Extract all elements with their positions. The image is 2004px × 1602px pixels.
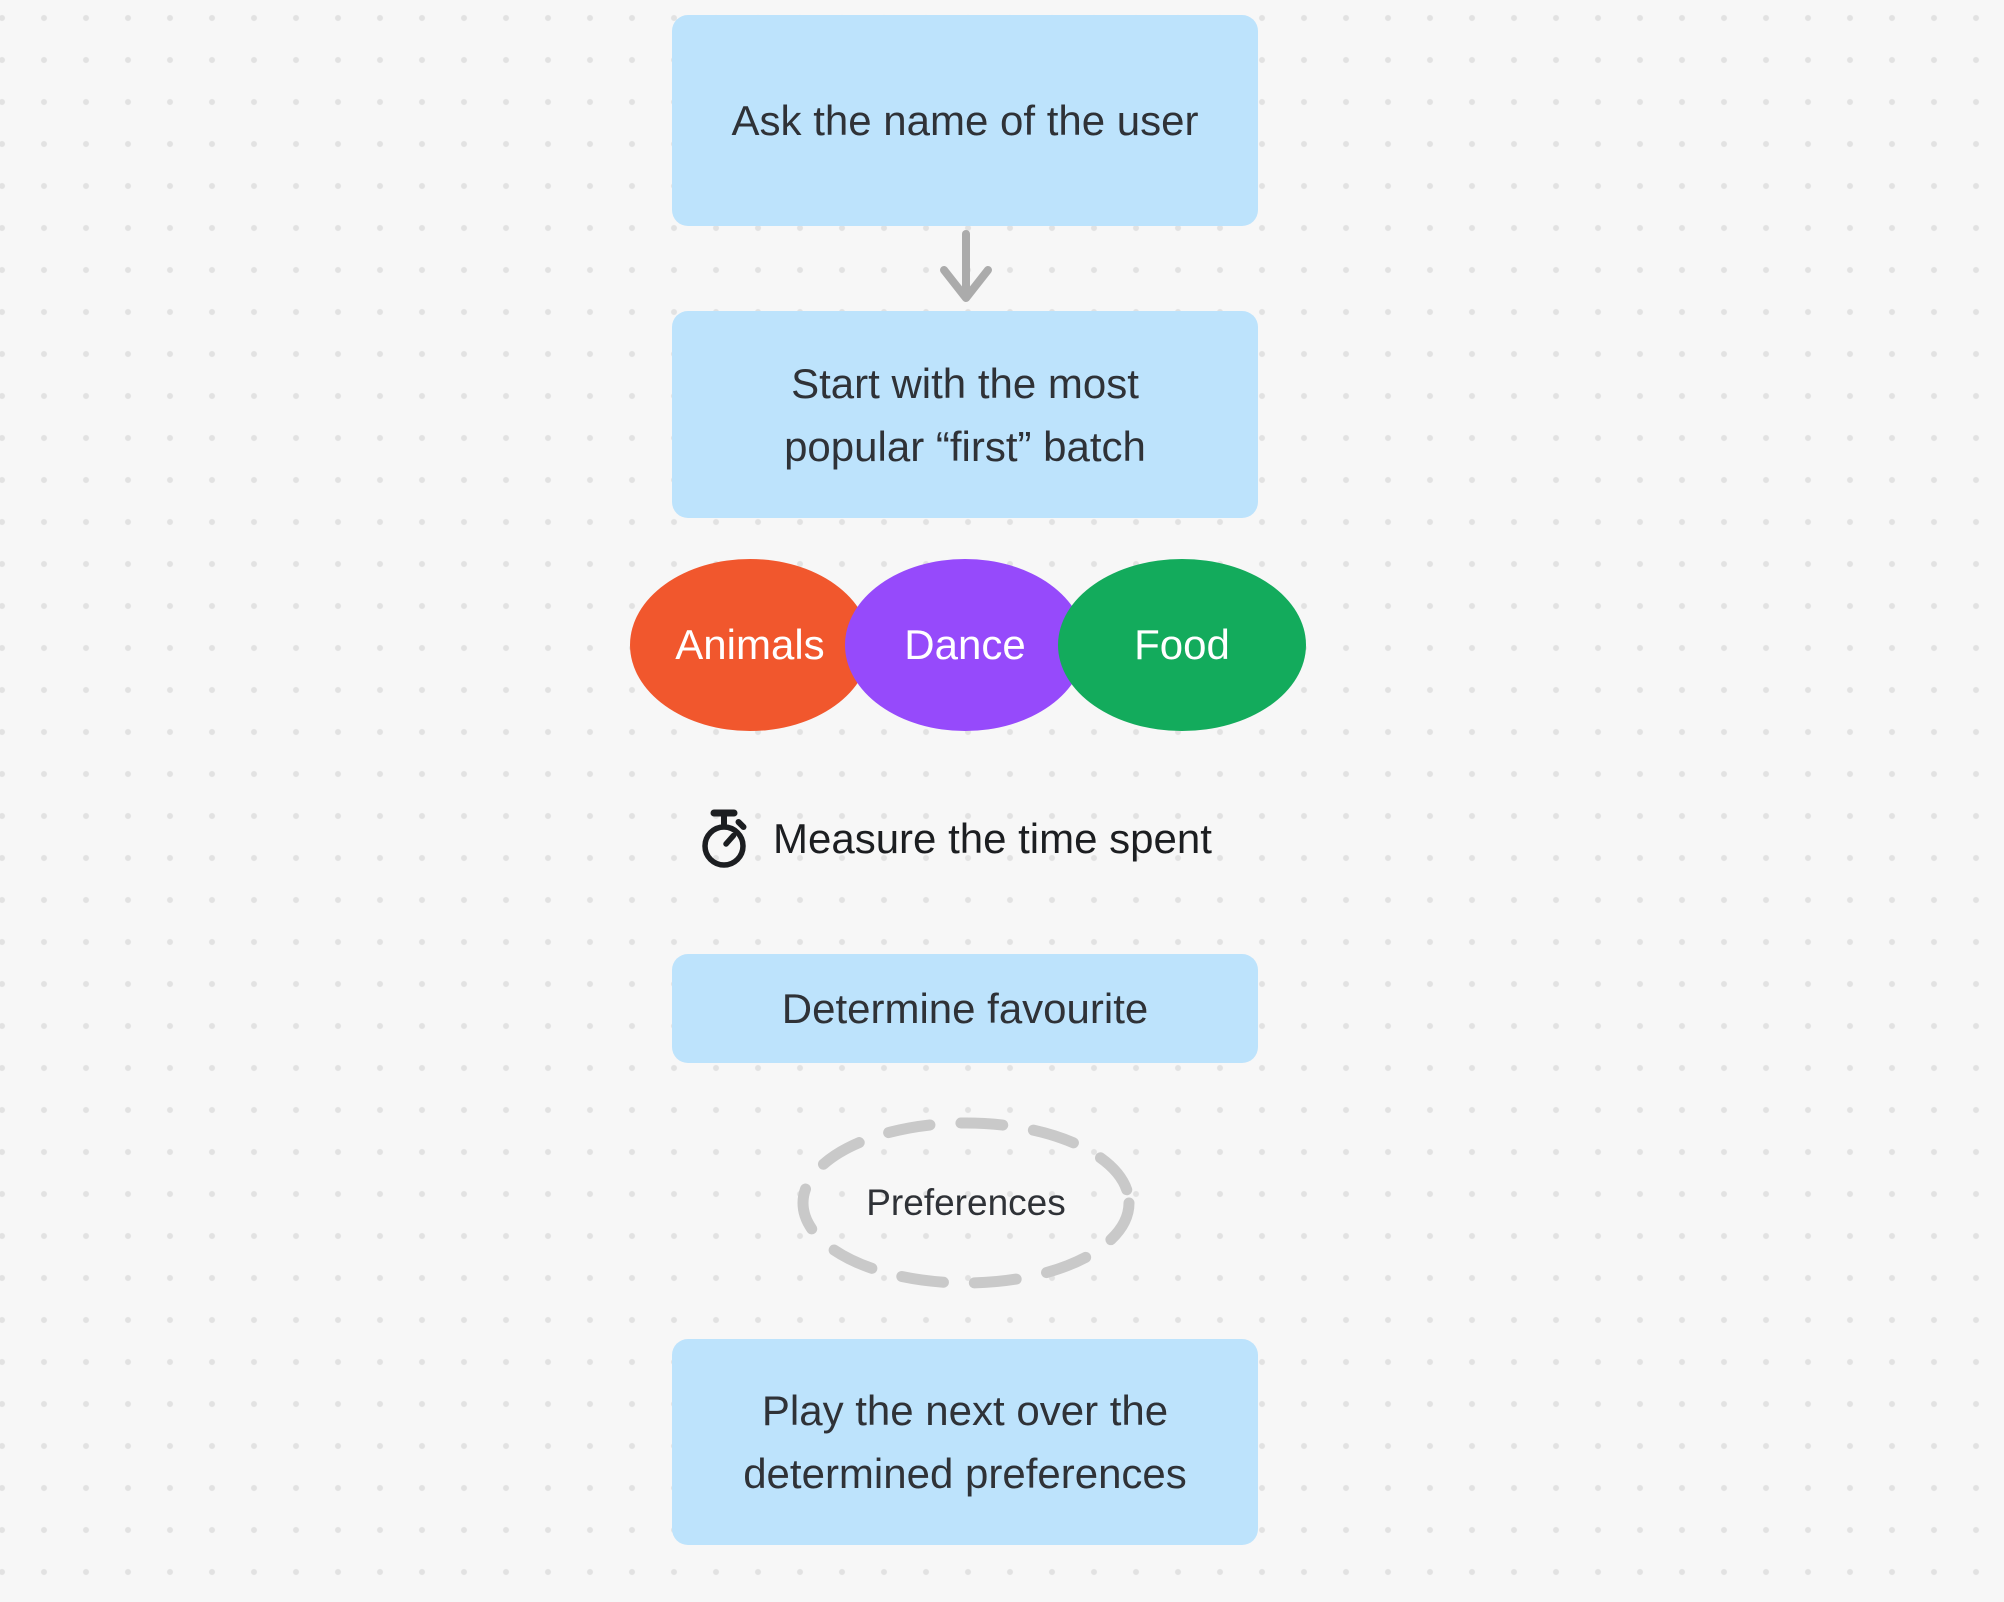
category-ellipse-food[interactable]: Food xyxy=(1058,559,1306,731)
node-ask-name[interactable]: Ask the name of the user xyxy=(672,15,1258,226)
node-play-next-label: Play the next over the determined prefer… xyxy=(743,1387,1187,1497)
node-play-next[interactable]: Play the next over the determined prefer… xyxy=(672,1339,1258,1545)
stopwatch-icon xyxy=(702,809,747,868)
category-dance-label: Dance xyxy=(904,621,1026,668)
node-preferences-label: Preferences xyxy=(866,1182,1066,1223)
category-ellipse-animals[interactable]: Animals xyxy=(630,559,870,731)
node-determine-favourite-label: Determine favourite xyxy=(781,985,1149,1032)
category-ellipse-dance[interactable]: Dance xyxy=(845,559,1085,731)
node-preferences[interactable]: Preferences xyxy=(796,1116,1136,1290)
dashed-ellipse xyxy=(797,1117,1135,1289)
node-ask-name-label: Ask the name of the user xyxy=(731,97,1199,144)
category-animals-label: Animals xyxy=(675,621,825,668)
node-determine-favourite[interactable]: Determine favourite xyxy=(672,954,1258,1063)
measure-time-label: Measure the time spent xyxy=(773,815,1212,862)
category-food-label: Food xyxy=(1134,621,1230,668)
measure-time-note[interactable]: Measure the time spent xyxy=(698,806,1212,872)
node-start-popular-batch-label: Start with the most popular “first” batc… xyxy=(784,359,1146,470)
arrow-down-icon[interactable] xyxy=(938,230,994,304)
node-start-popular-batch[interactable]: Start with the most popular “first” batc… xyxy=(672,311,1258,518)
